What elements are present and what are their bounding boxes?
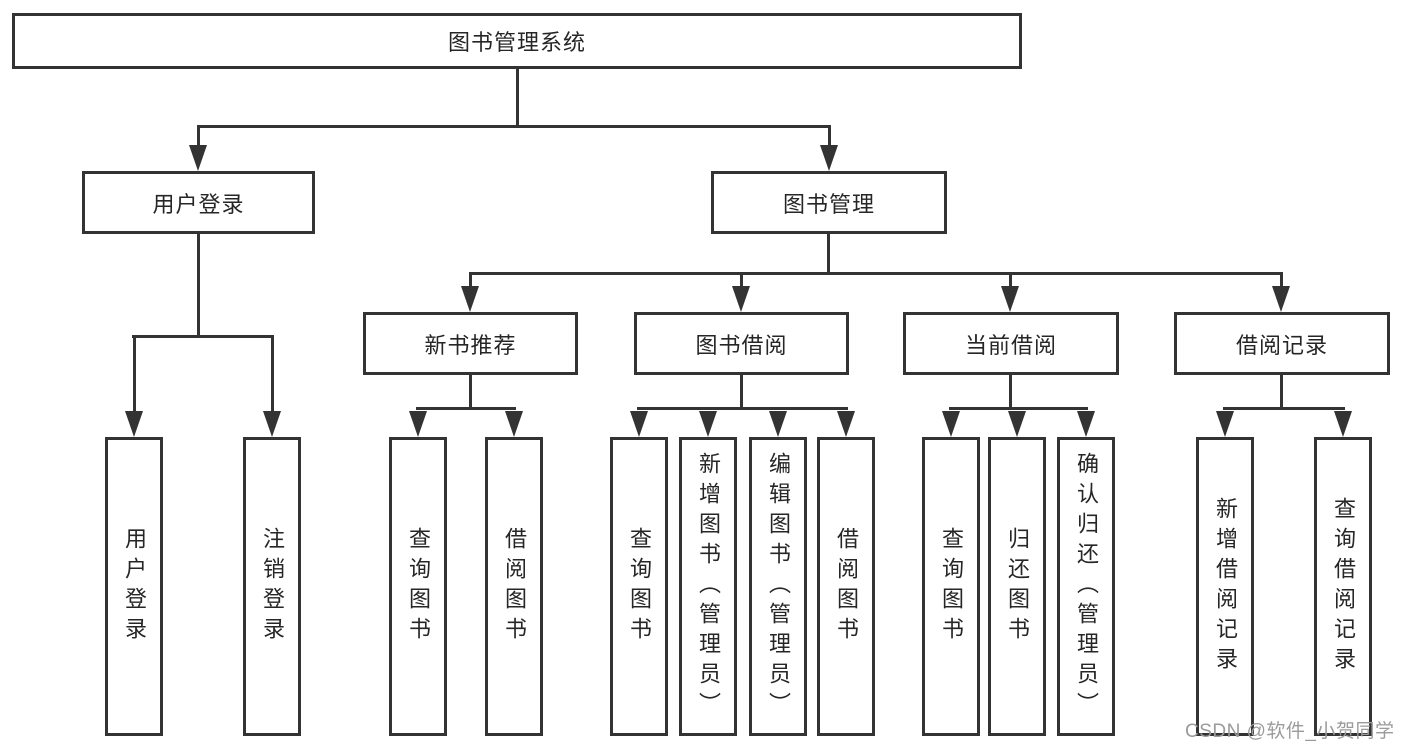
node-label: 当前借阅 bbox=[964, 332, 1057, 358]
connector-line bbox=[469, 375, 472, 410]
connector-line bbox=[740, 375, 743, 410]
arrowhead-icon bbox=[820, 145, 838, 171]
arrowhead-icon bbox=[189, 145, 207, 171]
node-label: 查询图书 bbox=[627, 526, 652, 647]
connector-line bbox=[469, 272, 1283, 275]
connector-line bbox=[1280, 275, 1283, 288]
connector-line bbox=[416, 407, 516, 410]
node-label: 新增图书（管理员） bbox=[696, 451, 721, 722]
connector-line bbox=[637, 407, 848, 410]
node-label: 新增借阅记录 bbox=[1213, 496, 1238, 677]
connector-line bbox=[828, 128, 831, 148]
node-label: 借阅图书 bbox=[502, 526, 527, 647]
connector-line bbox=[1009, 275, 1012, 288]
node-label: 借阅记录 bbox=[1235, 332, 1328, 358]
node-user-login: 用户登录 bbox=[82, 171, 315, 234]
node-new-book-recommend: 新书推荐 bbox=[363, 312, 578, 375]
node-leaf-confirm-return-admin: 确认归还（管理员） bbox=[1057, 437, 1115, 736]
connector-line bbox=[827, 234, 830, 275]
node-label: 确认归还（管理员） bbox=[1074, 451, 1099, 722]
arrowhead-icon bbox=[1001, 286, 1019, 312]
connector-line bbox=[197, 234, 200, 338]
node-label: 图书借阅 bbox=[695, 332, 788, 358]
arrowhead-icon bbox=[1334, 411, 1352, 437]
arrowhead-icon bbox=[1008, 411, 1026, 437]
node-borrow-record: 借阅记录 bbox=[1174, 312, 1390, 375]
node-leaf-logout: 注销登录 bbox=[243, 437, 301, 736]
connector-line bbox=[1009, 375, 1012, 410]
node-label: 注销登录 bbox=[260, 526, 285, 647]
node-leaf-query-book-current: 查询图书 bbox=[922, 437, 980, 736]
arrowhead-icon bbox=[409, 411, 427, 437]
node-label: 查询图书 bbox=[406, 526, 431, 647]
node-label: 编辑图书（管理员） bbox=[766, 451, 791, 722]
connector-line bbox=[197, 128, 200, 148]
arrowhead-icon bbox=[942, 411, 960, 437]
arrowhead-icon bbox=[263, 411, 281, 437]
node-label: 图书管理 bbox=[782, 191, 875, 217]
connector-line bbox=[516, 68, 519, 128]
arrowhead-icon bbox=[1077, 411, 1095, 437]
arrowhead-icon bbox=[505, 411, 523, 437]
connector-line bbox=[1223, 407, 1345, 410]
arrowhead-icon bbox=[699, 411, 717, 437]
node-label: 新书推荐 bbox=[424, 332, 517, 358]
node-label: 用户登录 bbox=[152, 191, 245, 217]
node-leaf-query-book-borrow: 查询图书 bbox=[610, 437, 668, 736]
node-label: 图书管理系统 bbox=[447, 30, 586, 55]
node-label: 查询图书 bbox=[939, 526, 964, 647]
node-label: 归还图书 bbox=[1005, 526, 1030, 647]
arrowhead-icon bbox=[630, 411, 648, 437]
node-leaf-add-book-admin: 新增图书（管理员） bbox=[679, 437, 737, 736]
watermark: CSDN @软件_小贺同学 bbox=[1185, 721, 1395, 742]
connector-line bbox=[197, 125, 831, 128]
arrowhead-icon bbox=[1272, 286, 1290, 312]
arrowhead-icon bbox=[125, 411, 143, 437]
arrowhead-icon bbox=[769, 411, 787, 437]
node-label: 查询借阅记录 bbox=[1331, 496, 1356, 677]
node-leaf-return-book: 归还图书 bbox=[988, 437, 1046, 736]
node-leaf-borrow-book: 借阅图书 bbox=[817, 437, 875, 736]
node-leaf-add-borrow-record: 新增借阅记录 bbox=[1196, 437, 1254, 736]
arrowhead-icon bbox=[461, 286, 479, 312]
connector-line bbox=[133, 338, 136, 412]
node-book-management: 图书管理 bbox=[711, 171, 947, 234]
connector-line bbox=[132, 335, 274, 338]
connector-line bbox=[469, 275, 472, 288]
connector-line bbox=[1280, 375, 1283, 410]
node-leaf-query-borrow-record: 查询借阅记录 bbox=[1314, 437, 1372, 736]
arrowhead-icon bbox=[1216, 411, 1234, 437]
node-leaf-user-login: 用户登录 bbox=[105, 437, 163, 736]
node-label: 用户登录 bbox=[122, 526, 147, 647]
connector-line bbox=[271, 338, 274, 412]
node-leaf-edit-book-admin: 编辑图书（管理员） bbox=[749, 437, 807, 736]
connector-line bbox=[740, 275, 743, 288]
arrowhead-icon bbox=[837, 411, 855, 437]
node-leaf-query-book-recommend: 查询图书 bbox=[389, 437, 447, 736]
node-book-borrow: 图书借阅 bbox=[634, 312, 849, 375]
node-leaf-borrow-book-recommend: 借阅图书 bbox=[485, 437, 543, 736]
connector-line bbox=[949, 407, 1088, 410]
node-current-borrow: 当前借阅 bbox=[903, 312, 1119, 375]
node-label: 借阅图书 bbox=[834, 526, 859, 647]
arrowhead-icon bbox=[732, 286, 750, 312]
node-root: 图书管理系统 bbox=[12, 13, 1022, 69]
